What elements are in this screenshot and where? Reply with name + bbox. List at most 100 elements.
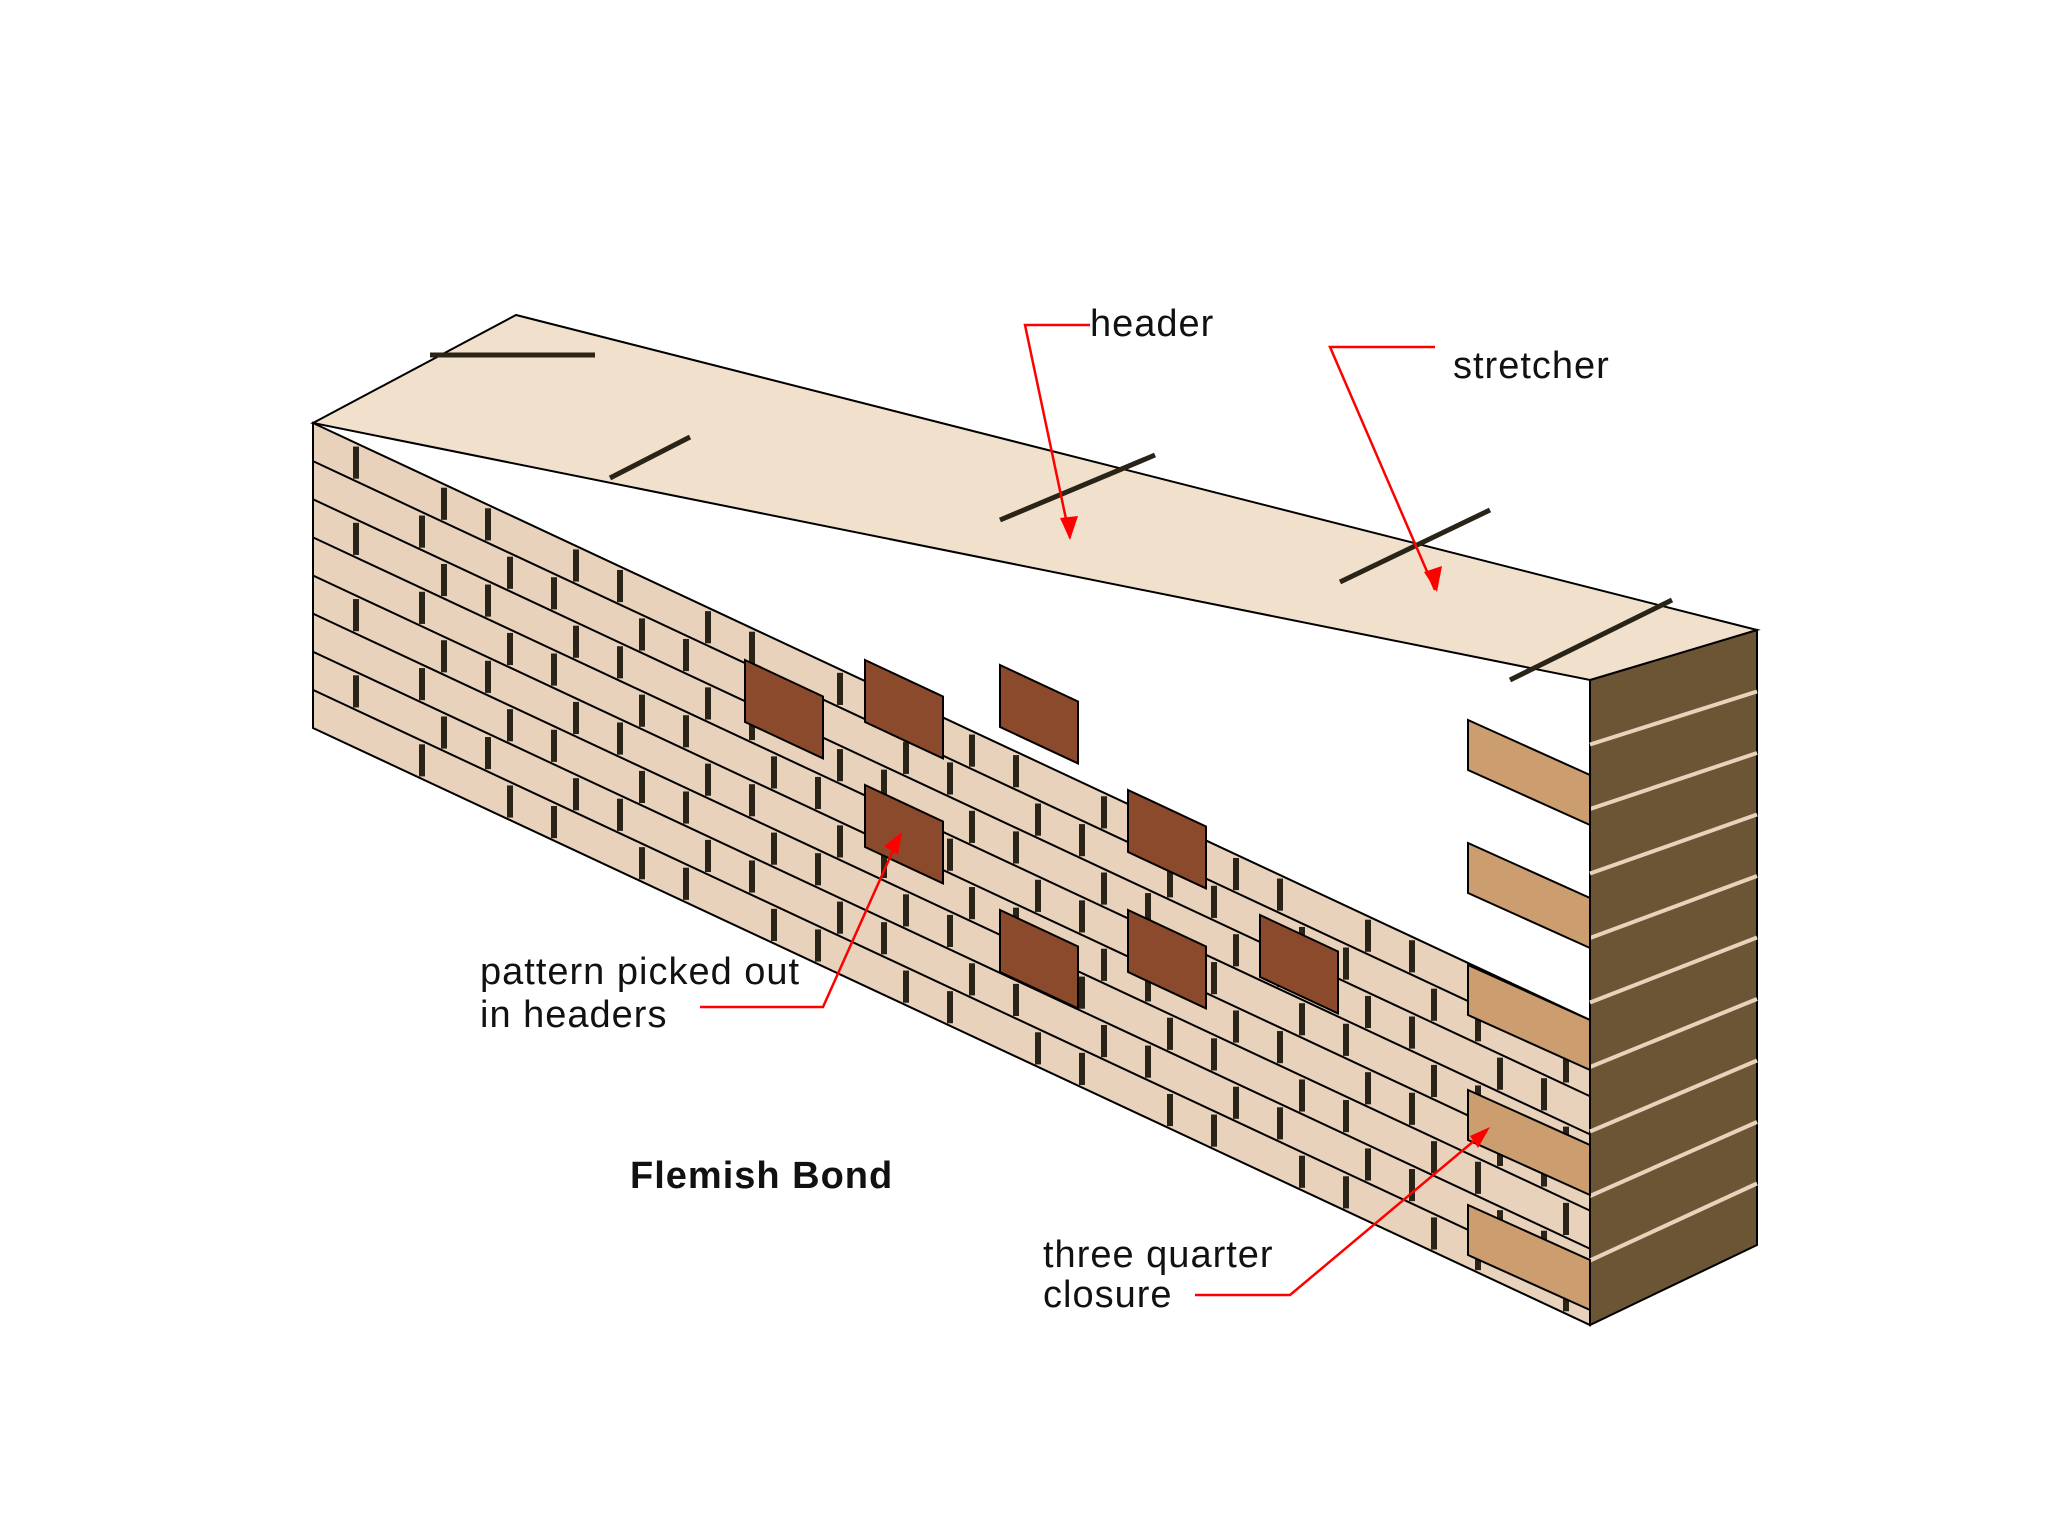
brick-joint xyxy=(1365,919,1371,952)
top-brick-seam xyxy=(1508,597,1674,683)
brick-joint xyxy=(1277,1031,1283,1064)
brick-joint xyxy=(441,487,447,520)
pattern-header-brick xyxy=(864,783,944,886)
closure-arrowhead xyxy=(1470,1127,1490,1148)
brick-joint xyxy=(573,625,579,658)
brick-joint xyxy=(881,922,887,955)
brick-joint xyxy=(815,776,821,810)
brick-joint xyxy=(771,756,777,789)
leader-lines xyxy=(700,323,1490,1297)
brick-joint xyxy=(749,784,755,817)
brick-joint xyxy=(969,963,975,996)
brick-joint xyxy=(1101,1025,1107,1058)
course-line xyxy=(312,536,1591,1136)
brick-joint xyxy=(617,798,623,831)
course-line xyxy=(312,460,1591,1060)
closure-brick xyxy=(1467,1088,1591,1197)
brick-joint xyxy=(419,744,425,777)
brick-joint xyxy=(1145,1045,1151,1078)
mortar-course-lines xyxy=(312,460,1591,1288)
brick-joint xyxy=(1211,885,1217,918)
stretcher-leader-line xyxy=(1328,345,1437,591)
brick-joint xyxy=(1145,893,1151,926)
brick-joint xyxy=(551,653,557,686)
pattern-headers xyxy=(744,658,1339,1016)
brick-joint xyxy=(903,894,909,927)
brick-joint xyxy=(969,887,975,920)
brick-joint xyxy=(485,584,491,617)
course-line xyxy=(312,498,1591,1098)
brick-joint xyxy=(1079,1052,1085,1085)
brick-joint xyxy=(1167,1017,1173,1050)
brick-joint xyxy=(1475,1009,1481,1042)
brick-joint xyxy=(837,825,843,858)
stretcher-label: stretcher xyxy=(1453,345,1610,387)
brick-joint xyxy=(1409,1016,1415,1049)
brick-joint xyxy=(485,660,491,693)
brick-joint xyxy=(1343,1023,1349,1056)
brick-joint xyxy=(1365,995,1371,1029)
pattern-header-brick xyxy=(999,663,1079,766)
brick-joint xyxy=(1277,1107,1283,1140)
brick-joint xyxy=(1079,824,1085,857)
brick-joint xyxy=(353,675,359,708)
brick-joint xyxy=(705,687,711,720)
brick-joint xyxy=(485,508,491,541)
brick-joint xyxy=(507,785,513,818)
brick-joint xyxy=(551,729,557,762)
brick-joint xyxy=(749,860,755,893)
brick-joint xyxy=(749,631,755,664)
brick-joint xyxy=(1299,1079,1305,1112)
brick-joint xyxy=(507,632,513,666)
top-brick-seam xyxy=(999,452,1156,523)
brick-joint xyxy=(1233,857,1239,891)
brick-joint xyxy=(1101,948,1107,981)
three-quarter-closures xyxy=(1467,718,1591,1312)
brick-joint xyxy=(1475,1161,1481,1194)
brick-joint xyxy=(1431,1217,1437,1250)
pattern-header-brick xyxy=(864,658,944,761)
brick-joint xyxy=(947,838,953,871)
brick-joint xyxy=(1101,872,1107,905)
pattern-label-line1: pattern picked out xyxy=(480,951,801,993)
end-mortar-line xyxy=(1589,812,1758,876)
brick-joint xyxy=(815,929,821,962)
brick-joint xyxy=(353,522,359,555)
brick-joint xyxy=(705,611,711,644)
brick-joint xyxy=(947,762,953,795)
brick-joint xyxy=(1343,947,1349,980)
brick-joint xyxy=(1277,878,1283,911)
brick-joint xyxy=(1563,1050,1569,1083)
end-mortar-line xyxy=(1589,874,1758,940)
brick-joint xyxy=(507,709,513,742)
brick-joint xyxy=(617,722,623,755)
brick-joint xyxy=(353,599,359,632)
brick-joint xyxy=(573,701,579,735)
brick-joint xyxy=(1431,1064,1437,1098)
brick-joint xyxy=(705,839,711,873)
brick-joint xyxy=(1211,1114,1217,1147)
brick-joint xyxy=(441,716,447,749)
end-mortar-line xyxy=(1589,689,1758,747)
brick-joint xyxy=(639,694,645,727)
closure-leader-line xyxy=(1195,1129,1488,1297)
brick-joint xyxy=(1541,1078,1547,1111)
closure-brick xyxy=(1467,1203,1591,1312)
brick-joint xyxy=(1013,983,1019,1016)
brick-joint xyxy=(419,591,425,624)
brick-joint xyxy=(441,563,447,597)
brick-joint xyxy=(1101,796,1107,829)
pattern-header-brick xyxy=(744,658,824,761)
wall-top-face xyxy=(310,313,1761,682)
pattern-header-brick xyxy=(999,908,1079,1011)
course-line xyxy=(312,650,1591,1250)
brick-joint xyxy=(1211,962,1217,995)
end-mortar-line xyxy=(1589,751,1758,811)
brick-joint xyxy=(639,847,645,880)
course-line xyxy=(312,688,1591,1288)
end-mortar-line xyxy=(1589,997,1758,1069)
brick-joint xyxy=(837,672,843,705)
end-mortar-line xyxy=(1589,1120,1758,1198)
header-label: header xyxy=(1090,303,1215,345)
